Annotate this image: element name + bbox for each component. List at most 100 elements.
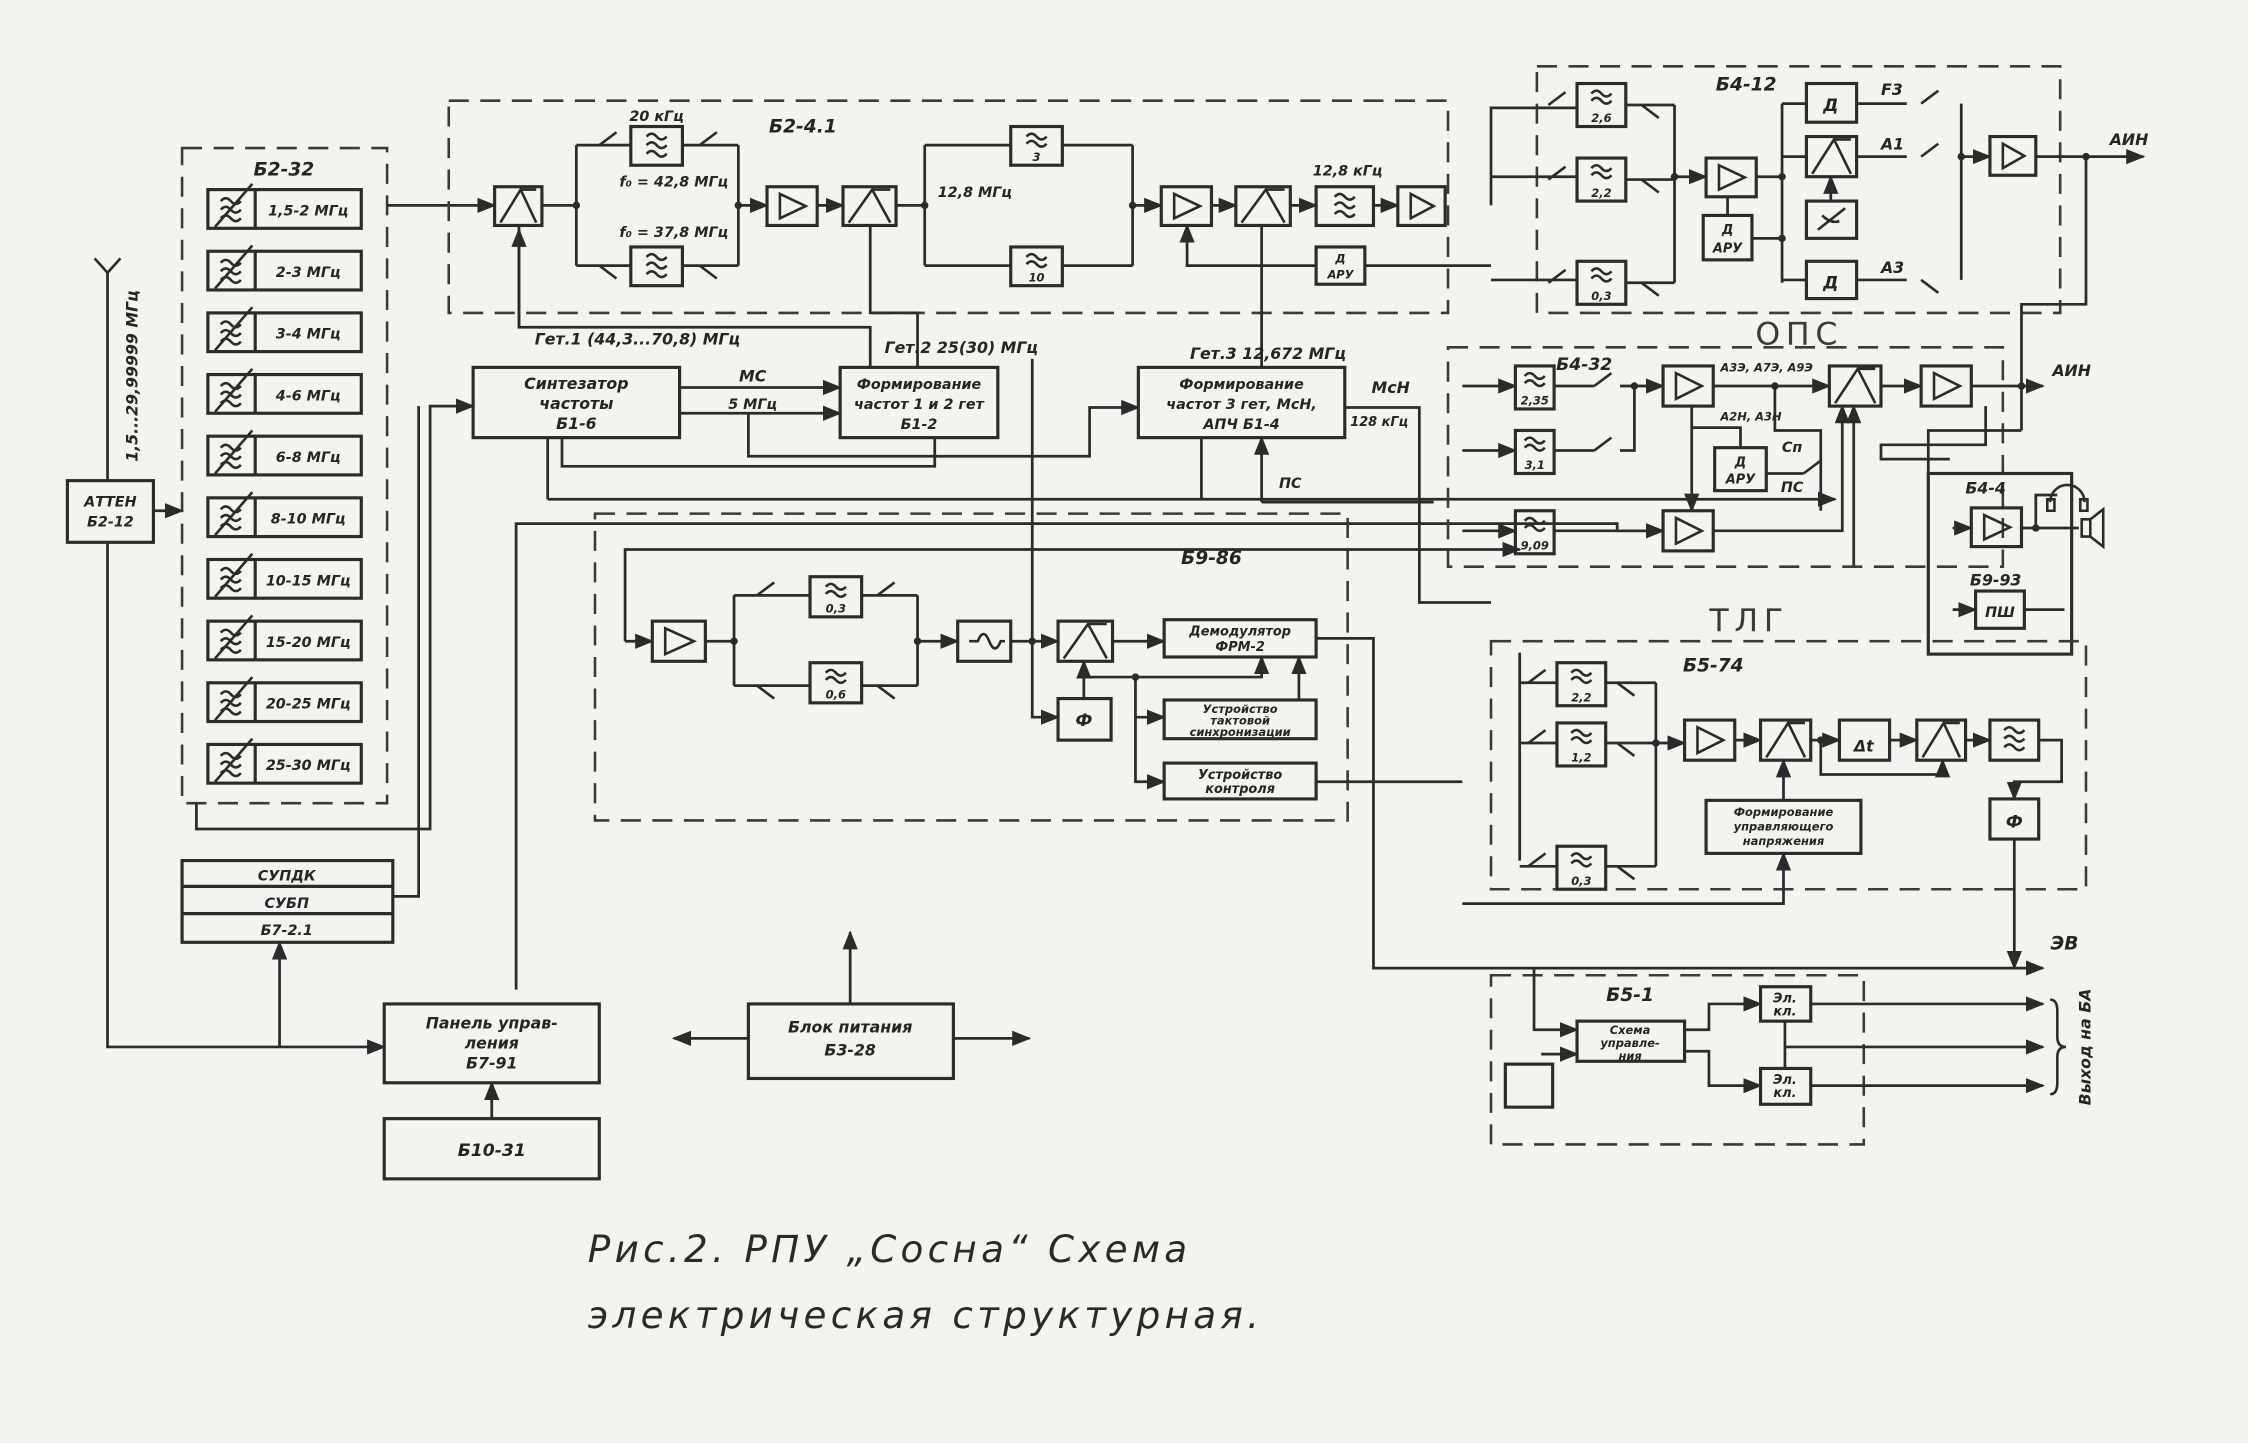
- a1-mode-label: A1: [1879, 134, 1904, 153]
- sp-label: Сп: [1782, 440, 1803, 456]
- b4-32-amplifier-1: [1661, 364, 1715, 408]
- attenuator-label: АТТЕН: [83, 494, 136, 510]
- control-voltage-label: управляющего: [1734, 819, 1834, 833]
- band-filter-label: 1,5-2 МГц: [268, 203, 348, 219]
- speaker-icon: [2080, 506, 2105, 550]
- filter-wave-icon: [1570, 668, 1593, 677]
- electronic-key-label: Эл.: [1773, 1073, 1797, 1088]
- mixer-icon: [1765, 720, 1807, 759]
- filter-bandwidth-label: 3: [1033, 150, 1041, 164]
- 128khz-label: 128 кГц: [1350, 415, 1408, 430]
- signal-wire: [2006, 738, 2063, 801]
- clock-sync-label: тактовой: [1210, 713, 1270, 727]
- signal-wire: [1179, 223, 1317, 267]
- filter-wave-icon: [1570, 728, 1593, 738]
- control-unit-b7-2-1: [180, 858, 395, 944]
- filter-bandwidth-label: 10: [1029, 270, 1045, 284]
- connector-block: [1503, 1062, 1555, 1109]
- filter-wave-icon: [2003, 734, 2026, 743]
- switch-icon: [698, 264, 718, 280]
- filter-wave-icon: [1025, 132, 1048, 141]
- ps-label: ПС: [1781, 480, 1804, 496]
- band-filter-5: [206, 496, 363, 539]
- unit-title-b2-4-1: Б2-4.1: [769, 116, 837, 137]
- keying-control-label: управле-: [1600, 1036, 1660, 1050]
- mcn-label: МсН: [1372, 378, 1410, 397]
- filter-lower: [629, 245, 685, 288]
- filter-3khz: [1009, 124, 1064, 167]
- b9-86-filter-0-6: [808, 661, 864, 705]
- mixer-icon: [847, 187, 892, 224]
- unit-b10-31: [382, 1117, 601, 1181]
- ev-output-label: ЭВ: [2051, 933, 2079, 954]
- filter-bandwidth-label: 3,1: [1525, 458, 1545, 472]
- signal-wire: [1134, 717, 1167, 790]
- signal-wire: [106, 542, 387, 1055]
- b5-74-amplifier: [1682, 718, 1737, 762]
- filter-bandwidth-label: 2,2: [1591, 186, 1611, 200]
- b4-12-output-amplifier: [1988, 134, 2038, 177]
- filter-wave-icon: [645, 132, 668, 141]
- tuning-arrow-icon: [214, 244, 254, 290]
- unit-title-b2-32: Б2-32: [253, 159, 314, 180]
- band-filter-label: 4-6 МГц: [275, 388, 341, 404]
- filter-wave-icon: [1590, 96, 1613, 105]
- signal-wire: [1691, 426, 1742, 448]
- b9-86-amplifier: [650, 619, 707, 663]
- filter-wave-icon: [1523, 523, 1546, 533]
- ps-label: ПС: [1279, 476, 1302, 492]
- control-panel-label: Панель управ-: [426, 1013, 558, 1032]
- signal-wire: [560, 437, 937, 468]
- mixer-icon: [1240, 187, 1286, 224]
- tuning-arrow-icon: [214, 367, 254, 413]
- tlg-section-title: ТЛГ: [1708, 603, 1788, 639]
- signal-wire: [1684, 996, 1763, 1032]
- amplifier-triangle-icon: [663, 626, 698, 657]
- signal-wire: [1462, 851, 1792, 905]
- filter-wave-icon: [1523, 379, 1546, 388]
- control-unit-row: Б7-2.1: [261, 923, 313, 939]
- unit-title-b5-74: Б5-74: [1683, 655, 1744, 676]
- signal-wire: [1344, 406, 1492, 604]
- mixer-icon: [1834, 366, 1877, 404]
- headphones-icon: [2045, 483, 2089, 513]
- unit-title-b9-86: Б9-86: [1181, 548, 1242, 569]
- tuning-arrow-icon: [214, 491, 254, 536]
- tuning-arrow-icon: [214, 552, 254, 598]
- band-filter-label: 2-3 МГц: [276, 265, 341, 281]
- switch-icon: [1802, 459, 1822, 475]
- mc-signal-label: МС: [739, 367, 767, 386]
- keying-control-label: Схема: [1610, 1023, 1651, 1037]
- signal-wire: [1489, 106, 1578, 206]
- agc-label: Д: [1734, 455, 1746, 470]
- switch-icon: [1616, 741, 1636, 757]
- filter-wave-icon: [219, 505, 242, 514]
- data-demodulator-unit-b9-86: [593, 512, 1349, 822]
- filter-wave-icon: [645, 149, 668, 158]
- band-filter-1: [206, 249, 363, 292]
- ain-output-label: АИН: [2108, 130, 2149, 149]
- b5-74-filter-1: [1555, 721, 1608, 768]
- antenna-frequency-range: 1,5...29,99999 МГц: [123, 290, 142, 462]
- filter-bandwidth-label: 2,35: [1521, 394, 1549, 408]
- signal-wire: [1926, 429, 2022, 474]
- amplifier-triangle-icon: [1982, 513, 2014, 542]
- filter-wave-icon: [1523, 371, 1546, 381]
- filter-wave-icon: [1025, 260, 1048, 269]
- signal-wire: [1620, 386, 1636, 452]
- filter-bandwidth-label: 0,6: [826, 688, 846, 702]
- filter-wave-icon: [824, 668, 847, 677]
- filter-wave-icon: [219, 320, 242, 329]
- detector-label: Д: [1822, 96, 1838, 116]
- tuning-arrow-icon: [214, 306, 254, 352]
- filter-bandwidth-label: 2,2: [1571, 690, 1591, 704]
- filter-wave-icon: [645, 270, 668, 279]
- control-unit-row: СУБП: [264, 896, 308, 912]
- am-unit-b4-12: [1535, 65, 2062, 315]
- filter-20khz-upper: [629, 124, 685, 167]
- band-filter-label: 25-30 МГц: [266, 758, 351, 774]
- switch-icon: [698, 131, 718, 147]
- shaper-b1-2-label: Формирование: [857, 377, 982, 393]
- audio-unit: [1926, 471, 2074, 656]
- filter-wave-icon: [1590, 163, 1613, 173]
